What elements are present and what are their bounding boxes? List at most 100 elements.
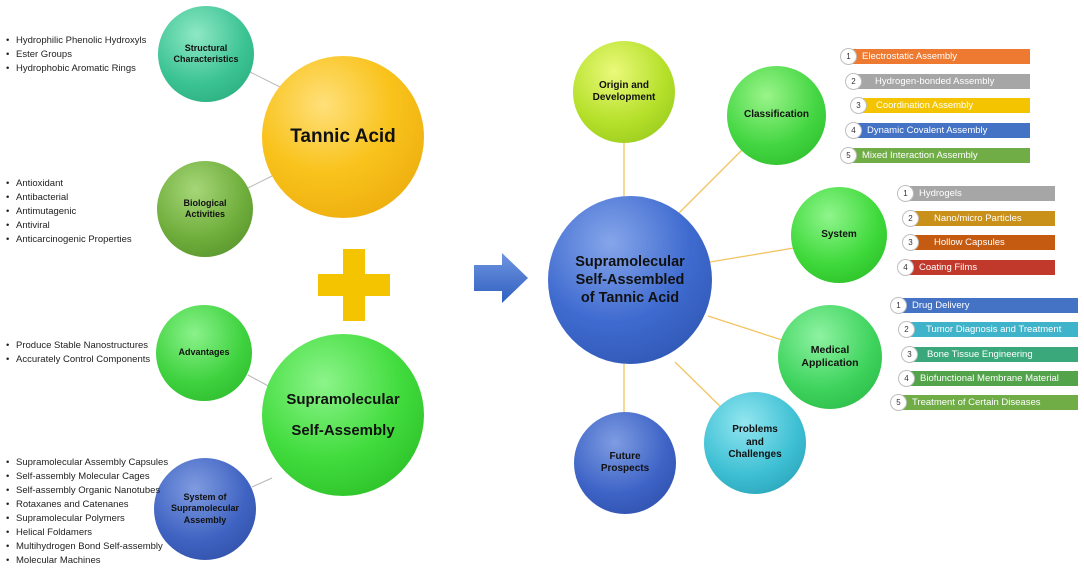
problems-label-3: Challenges bbox=[728, 449, 782, 461]
list-item: 5 Treatment of Certain Diseases bbox=[890, 394, 1078, 411]
arrow-right-icon bbox=[474, 253, 528, 303]
medical-label-2: Application bbox=[801, 357, 859, 369]
number-badge: 3 bbox=[902, 234, 919, 251]
list-item: Ester Groups bbox=[6, 48, 146, 62]
list-item: 1 Hydrogels bbox=[897, 185, 1055, 202]
list-item: 5 Mixed Interaction Assembly bbox=[840, 147, 1030, 164]
list-item: 1 Drug Delivery bbox=[890, 297, 1078, 314]
supramolecular-self-assembly-circle: Supramolecular Self-Assembly bbox=[262, 334, 424, 496]
tag-label: Mixed Interaction Assembly bbox=[850, 148, 1030, 163]
future-prospects-circle: Future Prospects bbox=[574, 412, 676, 514]
origin-circle: Origin and Development bbox=[573, 41, 675, 143]
tag-label: Dynamic Covalent Assembly bbox=[855, 123, 1030, 138]
tag-label: Bone Tissue Engineering bbox=[911, 347, 1078, 362]
medical-application-circle: Medical Application bbox=[778, 305, 882, 409]
list-item: Antiviral bbox=[6, 219, 132, 233]
number-badge: 4 bbox=[898, 370, 915, 387]
list-item: 4 Biofunctional Membrane Material bbox=[898, 370, 1078, 387]
number-badge: 2 bbox=[898, 321, 915, 338]
number-badge: 2 bbox=[845, 73, 862, 90]
supramolecular-label-2: Self-Assembly bbox=[291, 422, 395, 439]
number-badge: 5 bbox=[890, 394, 907, 411]
tag-label: Biofunctional Membrane Material bbox=[908, 371, 1078, 386]
system-of-assembly-circle: System of Supramolecular Assembly bbox=[154, 458, 256, 560]
classification-circle: Classification bbox=[727, 66, 826, 165]
list-item: Produce Stable Nanostructures bbox=[6, 339, 150, 353]
future-label-1: Future bbox=[609, 450, 641, 462]
tannic-acid-circle: Tannic Acid bbox=[262, 56, 424, 218]
list-item: Supramolecular Polymers bbox=[6, 512, 168, 526]
number-badge: 1 bbox=[840, 48, 857, 65]
number-badge: 4 bbox=[897, 259, 914, 276]
list-item: Supramolecular Assembly Capsules bbox=[6, 456, 168, 470]
advantages-list: Produce Stable Nanostructures Accurately… bbox=[6, 339, 150, 367]
tag-label: Treatment of Certain Diseases bbox=[900, 395, 1078, 410]
structural-label-1: Structural bbox=[184, 42, 228, 53]
tag-label: Coordination Assembly bbox=[860, 98, 1030, 113]
list-item: Rotaxanes and Catenanes bbox=[6, 498, 168, 512]
origin-label-1: Origin and bbox=[598, 79, 649, 91]
structural-list: Hydrophilic Phenolic Hydroxyls Ester Gro… bbox=[6, 34, 146, 76]
medical-label-1: Medical bbox=[810, 343, 850, 356]
list-item: Anticarcinogenic Properties bbox=[6, 233, 132, 247]
list-item: 4 Coating Films bbox=[897, 259, 1055, 276]
list-item: Multihydrogen Bond Self-assembly bbox=[6, 540, 168, 554]
structural-label-2: Characteristics bbox=[173, 54, 239, 64]
list-item: Self-assembly Organic Nanotubes bbox=[6, 484, 168, 498]
biological-label-2: Activities bbox=[184, 209, 225, 219]
problems-circle: Problems and Challenges bbox=[704, 392, 806, 494]
structural-characteristics-circle: Structural Characteristics bbox=[158, 6, 254, 102]
list-item: 2 Nano/micro Particles bbox=[902, 210, 1055, 227]
list-item: Helical Foldamers bbox=[6, 526, 168, 540]
problems-label-1: Problems bbox=[732, 424, 778, 436]
system-list: Supramolecular Assembly Capsules Self-as… bbox=[6, 456, 168, 568]
list-item: Self-assembly Molecular Cages bbox=[6, 470, 168, 484]
list-item: Accurately Control Components bbox=[6, 353, 150, 367]
system-label-3: Assembly bbox=[183, 514, 227, 525]
list-item: 3 Coordination Assembly bbox=[850, 97, 1030, 114]
tag-label: Hydrogen-bonded Assembly bbox=[855, 74, 1030, 89]
advantages-circle: Advantages bbox=[156, 305, 252, 401]
list-item: Antimutagenic bbox=[6, 205, 132, 219]
number-badge: 3 bbox=[901, 346, 918, 363]
tag-label: Coating Films bbox=[907, 260, 1055, 275]
system-label-1: System of bbox=[183, 492, 227, 503]
center-label-3: of Tannic Acid bbox=[580, 290, 680, 307]
biological-activities-circle: Biological Activities bbox=[157, 161, 253, 257]
list-item: 3 Hollow Capsules bbox=[902, 234, 1055, 251]
tannic-acid-title: Tannic Acid bbox=[290, 126, 396, 148]
biological-label-1: Biological bbox=[183, 197, 227, 208]
tag-label: Hydrogels bbox=[907, 186, 1055, 201]
tag-label: Nano/micro Particles bbox=[912, 211, 1055, 226]
classification-label: Classification bbox=[743, 109, 810, 121]
list-item: 4 Dynamic Covalent Assembly bbox=[845, 122, 1030, 139]
list-item: Hydrophilic Phenolic Hydroxyls bbox=[6, 34, 146, 48]
list-item: 1 Electrostatic Assembly bbox=[840, 48, 1030, 65]
list-item: 3 Bone Tissue Engineering bbox=[901, 346, 1078, 363]
advantages-label: Advantages bbox=[178, 347, 230, 358]
list-item: Molecular Machines bbox=[6, 554, 168, 568]
number-badge: 1 bbox=[890, 297, 907, 314]
future-label-2: Prospects bbox=[600, 463, 650, 474]
number-badge: 5 bbox=[840, 147, 857, 164]
center-label-2: Self-Assembled bbox=[575, 271, 685, 288]
tag-label: Electrostatic Assembly bbox=[850, 49, 1030, 64]
list-item: 2 Hydrogen-bonded Assembly bbox=[845, 73, 1030, 90]
list-item: Antibacterial bbox=[6, 191, 132, 205]
center-circle: Supramolecular Self-Assembled of Tannic … bbox=[548, 196, 712, 364]
origin-label-2: Development bbox=[592, 92, 656, 103]
list-item: Antioxidant bbox=[6, 177, 132, 191]
system-label-2: Supramolecular bbox=[170, 503, 240, 514]
number-badge: 2 bbox=[902, 210, 919, 227]
number-badge: 4 bbox=[845, 122, 862, 139]
center-label-1: Supramolecular bbox=[575, 253, 685, 270]
system-circle-label: System bbox=[821, 228, 857, 240]
list-item: 2 Tumor Diagnosis and Treatment bbox=[898, 321, 1078, 338]
tag-label: Hollow Capsules bbox=[912, 235, 1055, 250]
tag-label: Tumor Diagnosis and Treatment bbox=[908, 322, 1078, 337]
problems-label-2: and bbox=[746, 436, 764, 448]
list-item: Hydrophobic Aromatic Rings bbox=[6, 62, 146, 76]
system-circle: System bbox=[791, 187, 887, 283]
biological-list: Antioxidant Antibacterial Antimutagenic … bbox=[6, 177, 132, 247]
